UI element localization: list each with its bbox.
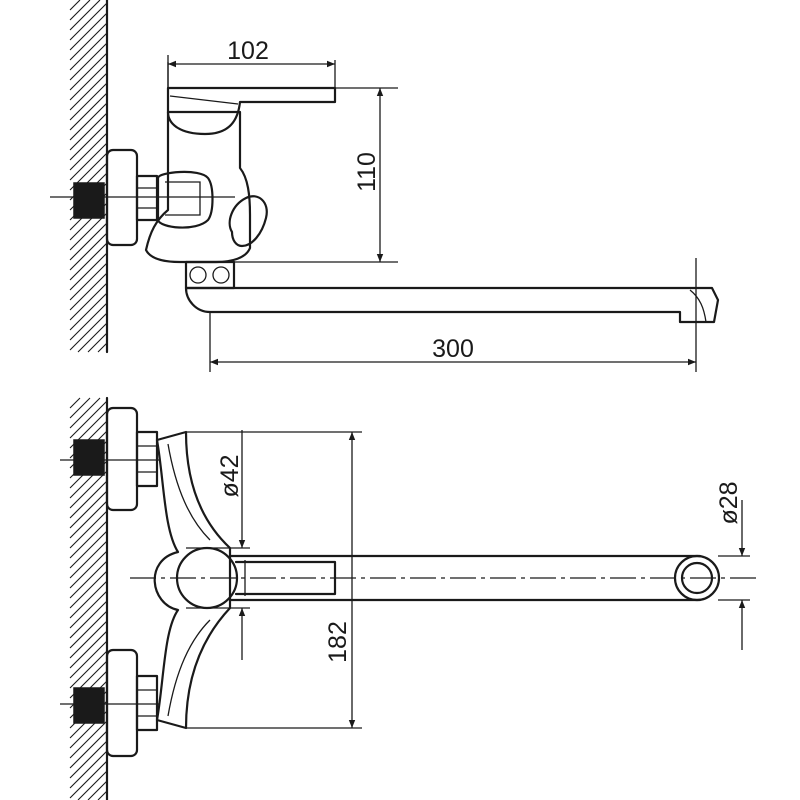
lower-inlet [60, 648, 160, 758]
wall-hatch-line [69, 620, 108, 659]
wall-hatch-line [69, 740, 108, 779]
wall-hatch-line [69, 302, 108, 341]
wall-hatch-line [69, 500, 108, 539]
wall-hatch-line [69, 242, 108, 281]
wall-hatch-line [87, 332, 108, 353]
wall-hatch-line [69, 397, 91, 419]
dimension-182: 182 [186, 431, 362, 729]
wall-hatch-line [97, 342, 108, 353]
wall-hatch-line [69, 12, 108, 51]
wall-hatch-line [69, 560, 108, 599]
dimension-diam-42: ø42 [186, 430, 250, 660]
dim-182-label: 182 [324, 621, 352, 663]
dim-300-label: 300 [432, 335, 474, 363]
wall-hatch-line [69, 750, 108, 789]
wall-hatch-line [69, 222, 108, 261]
wall-hatch-line [69, 212, 108, 251]
mixer-body-plan [153, 430, 232, 730]
wall-hatch-line [69, 72, 108, 111]
wall-hatch-line [69, 630, 108, 669]
diverter-knob [228, 195, 268, 248]
dim-diam-42-label: ø42 [216, 454, 244, 497]
wall-hatch-line [69, 42, 108, 81]
wall-hatch-line [69, 480, 108, 519]
side-view: 102 110 300 [50, 0, 720, 372]
wall-hatch-line [69, 312, 108, 351]
dimension-110: 110 [234, 87, 398, 263]
wall-hatch-line [69, 0, 91, 21]
wall-hatch-line [69, 32, 108, 71]
wall-hatch-line [69, 720, 108, 759]
wall-hatch-line [69, 142, 108, 181]
inlet-connector [73, 182, 105, 219]
upper-inlet [60, 406, 160, 512]
wall-hatch-line [69, 262, 108, 301]
handle-lever [166, 86, 337, 136]
wall-hatch-line [69, 102, 108, 141]
wall-hatch-line [69, 540, 108, 579]
wall-hatch-line [87, 780, 108, 800]
wall-hatch-line [69, 112, 108, 151]
wall-hatch-line [69, 580, 108, 619]
wall-hatch-line [69, 650, 108, 689]
spout [184, 286, 720, 324]
wall-hatch-line [69, 400, 108, 439]
wall-hatch-line [69, 397, 101, 429]
dim-102-label: 102 [227, 37, 269, 65]
wall-hatch-line [69, 760, 108, 799]
spout-plan [228, 554, 702, 602]
dim-110-label: 110 [353, 152, 381, 192]
wall-hatch-line [69, 62, 108, 101]
wall-hatch-line [69, 730, 108, 769]
wall-hatch-line [69, 252, 108, 291]
wall-hatch-line [69, 530, 108, 569]
wall-top [69, 0, 109, 354]
wall-hatch-line [69, 570, 108, 609]
wall-hatch-line [69, 122, 108, 161]
wall-hatch-line [69, 92, 108, 131]
eccentric-nut [135, 174, 159, 222]
wall-hatch-line [69, 52, 108, 91]
wall-hatch-line [69, 640, 108, 679]
wall-hatch-line [69, 132, 108, 171]
wall-hatch-line [69, 292, 108, 331]
spout-collar [184, 260, 236, 290]
wall-hatch-line [69, 470, 108, 509]
dimension-102: 102 [167, 37, 336, 88]
wall-hatch-line [69, 590, 108, 629]
wall-hatch-line [69, 550, 108, 589]
wall-hatch-line [69, 2, 108, 41]
wall-hatch-line [69, 272, 108, 311]
dimension-diam-28: ø28 [715, 481, 750, 650]
wall-hatch-line [69, 82, 108, 121]
wall-hatch-line [69, 0, 101, 31]
plan-view: ø42 ø28 182 [60, 396, 760, 800]
wall-hatch-line [69, 397, 81, 409]
wall-hatch-line [69, 520, 108, 559]
wall-hatch-line [77, 322, 108, 353]
wall-hatch-line [97, 790, 108, 800]
wall-hatch-line [69, 610, 108, 649]
wall-hatch-line [69, 22, 108, 61]
wall-hatch-line [69, 232, 108, 271]
dim-diam-28-label: ø28 [715, 481, 743, 524]
wall-hatch-line [77, 770, 108, 800]
wall-hatch-line [69, 510, 108, 549]
body-inlet-housing [156, 170, 214, 229]
wall-hatch-line [69, 600, 108, 639]
wall-hatch-line [69, 0, 81, 11]
dimension-300: 300 [209, 258, 697, 372]
wall-hatch-line [69, 490, 108, 529]
wall-hatch-line [69, 282, 108, 321]
